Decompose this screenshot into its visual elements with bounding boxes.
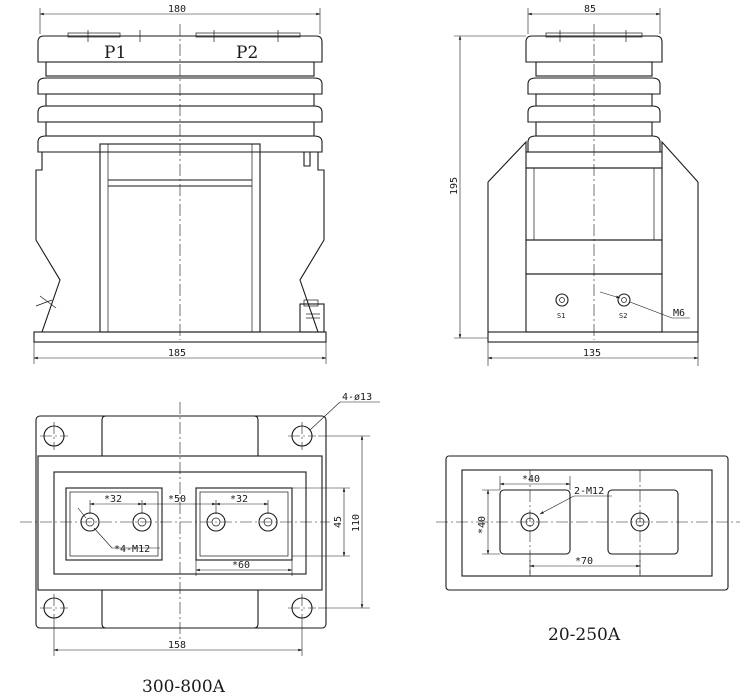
holes-label: 4-ø13 (342, 392, 372, 403)
spacing-a-label: *32 (104, 494, 122, 505)
terminal-p1-label: P1 (104, 43, 126, 63)
front-view: 180 P1 P2 (33, 4, 327, 364)
caption-20-250a: 20-250A (548, 625, 621, 645)
hole-span-label: 158 (168, 640, 186, 651)
pad-height-label-20: *40 (477, 516, 488, 534)
side-width-top-label: 85 (584, 4, 596, 15)
spacing-b-label: *32 (230, 494, 248, 505)
front-width-top-label: 180 (168, 4, 186, 15)
plate-height-label: 110 (351, 514, 362, 532)
pad-height-label: 45 (333, 516, 344, 528)
bolts-label: *4-M12 (114, 544, 150, 555)
bolt-span-label: *60 (232, 560, 250, 571)
terminal-p2-label: P2 (236, 43, 258, 63)
bolts-label-20: 2-M12 (574, 486, 604, 497)
plan-300-800a: 4-ø13 *32 *50 *32 *4-M12 *60 45 110 (20, 392, 380, 697)
pad-width-label: *40 (522, 474, 540, 485)
side-width-base-label: 135 (583, 348, 601, 359)
side-view: 85 S1 S2 M6 (449, 4, 699, 366)
plan-20-250a: *40 *40 2-M12 *70 20-250A (436, 455, 740, 645)
terminal-s2-label: S2 (619, 312, 627, 320)
side-height-label: 195 (449, 177, 460, 195)
screw-m6-label: M6 (673, 308, 685, 319)
spacing-mid-label: *50 (168, 494, 186, 505)
terminal-s1-label: S1 (557, 312, 565, 320)
front-width-base-label: 185 (168, 348, 186, 359)
caption-300-800a: 300-800A (142, 677, 226, 697)
bolt-span-label-20: *70 (575, 556, 593, 567)
